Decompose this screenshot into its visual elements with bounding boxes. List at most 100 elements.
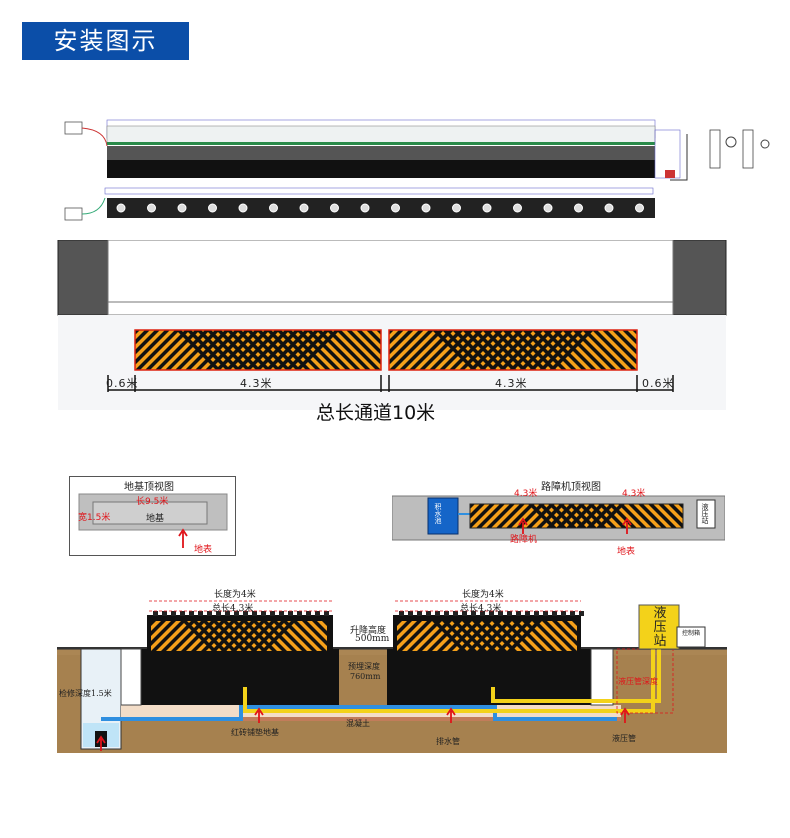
drawing-bolt (238, 203, 248, 213)
blocker-spike (444, 611, 449, 616)
hazard-stripe (489, 330, 534, 370)
blocker-spike (489, 611, 494, 616)
blocker-pit-right (387, 649, 591, 705)
hazard-stripe (562, 621, 577, 636)
blocker-spike (297, 611, 302, 616)
station-box-label: 液压站 (701, 503, 709, 524)
hazard-stripe (171, 621, 206, 651)
drawing-bolt (269, 203, 278, 213)
hazard-stripe (638, 504, 667, 528)
drawing-grating-row (107, 146, 655, 160)
hazard-stripe (548, 504, 577, 528)
sump-box-label: 积水池 (434, 503, 442, 524)
blocker-top-title: 路障机顶视图 (541, 482, 601, 493)
blocker-spike (189, 611, 194, 616)
drawing-bolt (177, 203, 187, 213)
foundation-arrow-icon (178, 528, 188, 548)
blocker-spike (306, 611, 311, 616)
foundation-width: 宽1.5米 (78, 513, 111, 523)
drain-pipe (101, 705, 617, 721)
engineering-drawing (64, 119, 770, 221)
drawing-bolt (635, 203, 644, 213)
section-total-a: 总长4.3米 (212, 604, 254, 614)
drawing-cable-top (81, 127, 108, 147)
hydraulic-station-label: 液压站 (653, 606, 667, 649)
hazard-stripe (202, 621, 237, 651)
hazard-stripe (206, 330, 251, 370)
surface-arrow-icon (622, 517, 632, 534)
lift-height-title: 升降高度 (350, 626, 387, 636)
annotation-arrows (96, 707, 630, 751)
blocker-plate-right (389, 330, 637, 370)
drawing-side-elevation (709, 129, 721, 169)
hydraulic-pipe-label: 液压管 (612, 734, 636, 743)
hazard-stripe (151, 621, 166, 636)
blocker-top-view (392, 495, 725, 541)
foundation-top-view (69, 476, 236, 556)
hazard-stripe (678, 504, 683, 509)
hazard-stripe (462, 330, 507, 370)
blocker-spike (153, 611, 158, 616)
blocker-spike (471, 611, 476, 616)
hazard-stripe (376, 330, 381, 335)
blocker-spike (198, 611, 203, 616)
hazard-stripe (452, 330, 497, 370)
hazard-stripe (196, 330, 241, 370)
hazard-stripe (539, 330, 584, 370)
blocker-spike (579, 611, 584, 616)
blocker-spike (288, 611, 293, 616)
blocker-spike (216, 611, 221, 616)
concrete-layer (121, 717, 621, 721)
hazard-stripe (302, 621, 327, 646)
blocker-spike (525, 611, 530, 616)
drawing-bolt (452, 203, 461, 213)
hazard-stripe (145, 330, 190, 370)
blocker-top-outline (469, 503, 684, 529)
hazard-stripe (135, 330, 140, 335)
blocker-spike (534, 611, 539, 616)
hazard-stripe (499, 330, 544, 370)
hazard-stripe (255, 330, 300, 370)
hazard-stripe (529, 330, 574, 370)
hazard-stripe (265, 330, 310, 370)
hazard-stripe (602, 330, 637, 365)
sump-box (427, 497, 459, 535)
gate-pillar-right (672, 240, 727, 316)
drawing-bolt (147, 203, 156, 213)
hazard-stripe (135, 330, 150, 345)
hazard-stripe (492, 330, 537, 370)
hazard-stripe (592, 330, 637, 370)
blocker-spike (480, 611, 485, 616)
blocker-spike (399, 611, 404, 616)
blocker-spike (498, 611, 503, 616)
blocker-spike (462, 611, 467, 616)
blocker-spike (252, 611, 257, 616)
hazard-stripe (295, 330, 340, 370)
drain-label: 排水管 (436, 737, 460, 746)
bury-depth-title: 预埋深度 (348, 662, 380, 671)
blocker-surface-label: 地表 (617, 547, 636, 557)
hazard-stripe (496, 504, 525, 528)
hazard-stripe (282, 621, 317, 651)
hazard-stripe (668, 504, 683, 519)
hazard-stripe (576, 504, 605, 528)
dim-right: 0.6米 (642, 377, 675, 390)
drawing-legend-box-bottom (64, 207, 83, 221)
blocker-spike (315, 611, 320, 616)
drawing-bolt (360, 203, 370, 213)
drawing-side-elevation-b (742, 129, 754, 169)
hazard-stripe (528, 504, 557, 528)
hazard-stripe (161, 621, 196, 651)
hazard-stripe (582, 330, 627, 370)
blocker-top-plate (470, 504, 683, 528)
drawing-bolt (208, 203, 217, 213)
blocker-spike (279, 611, 284, 616)
blocker-spike (516, 611, 521, 616)
hazard-stripe (399, 330, 444, 370)
blocker-spike (225, 611, 230, 616)
hazard-stripe (509, 330, 554, 370)
hazard-stripe (192, 621, 227, 651)
hazard-stripe (572, 621, 577, 626)
hazard-stripe (552, 621, 577, 646)
blocker-spike (426, 611, 431, 616)
